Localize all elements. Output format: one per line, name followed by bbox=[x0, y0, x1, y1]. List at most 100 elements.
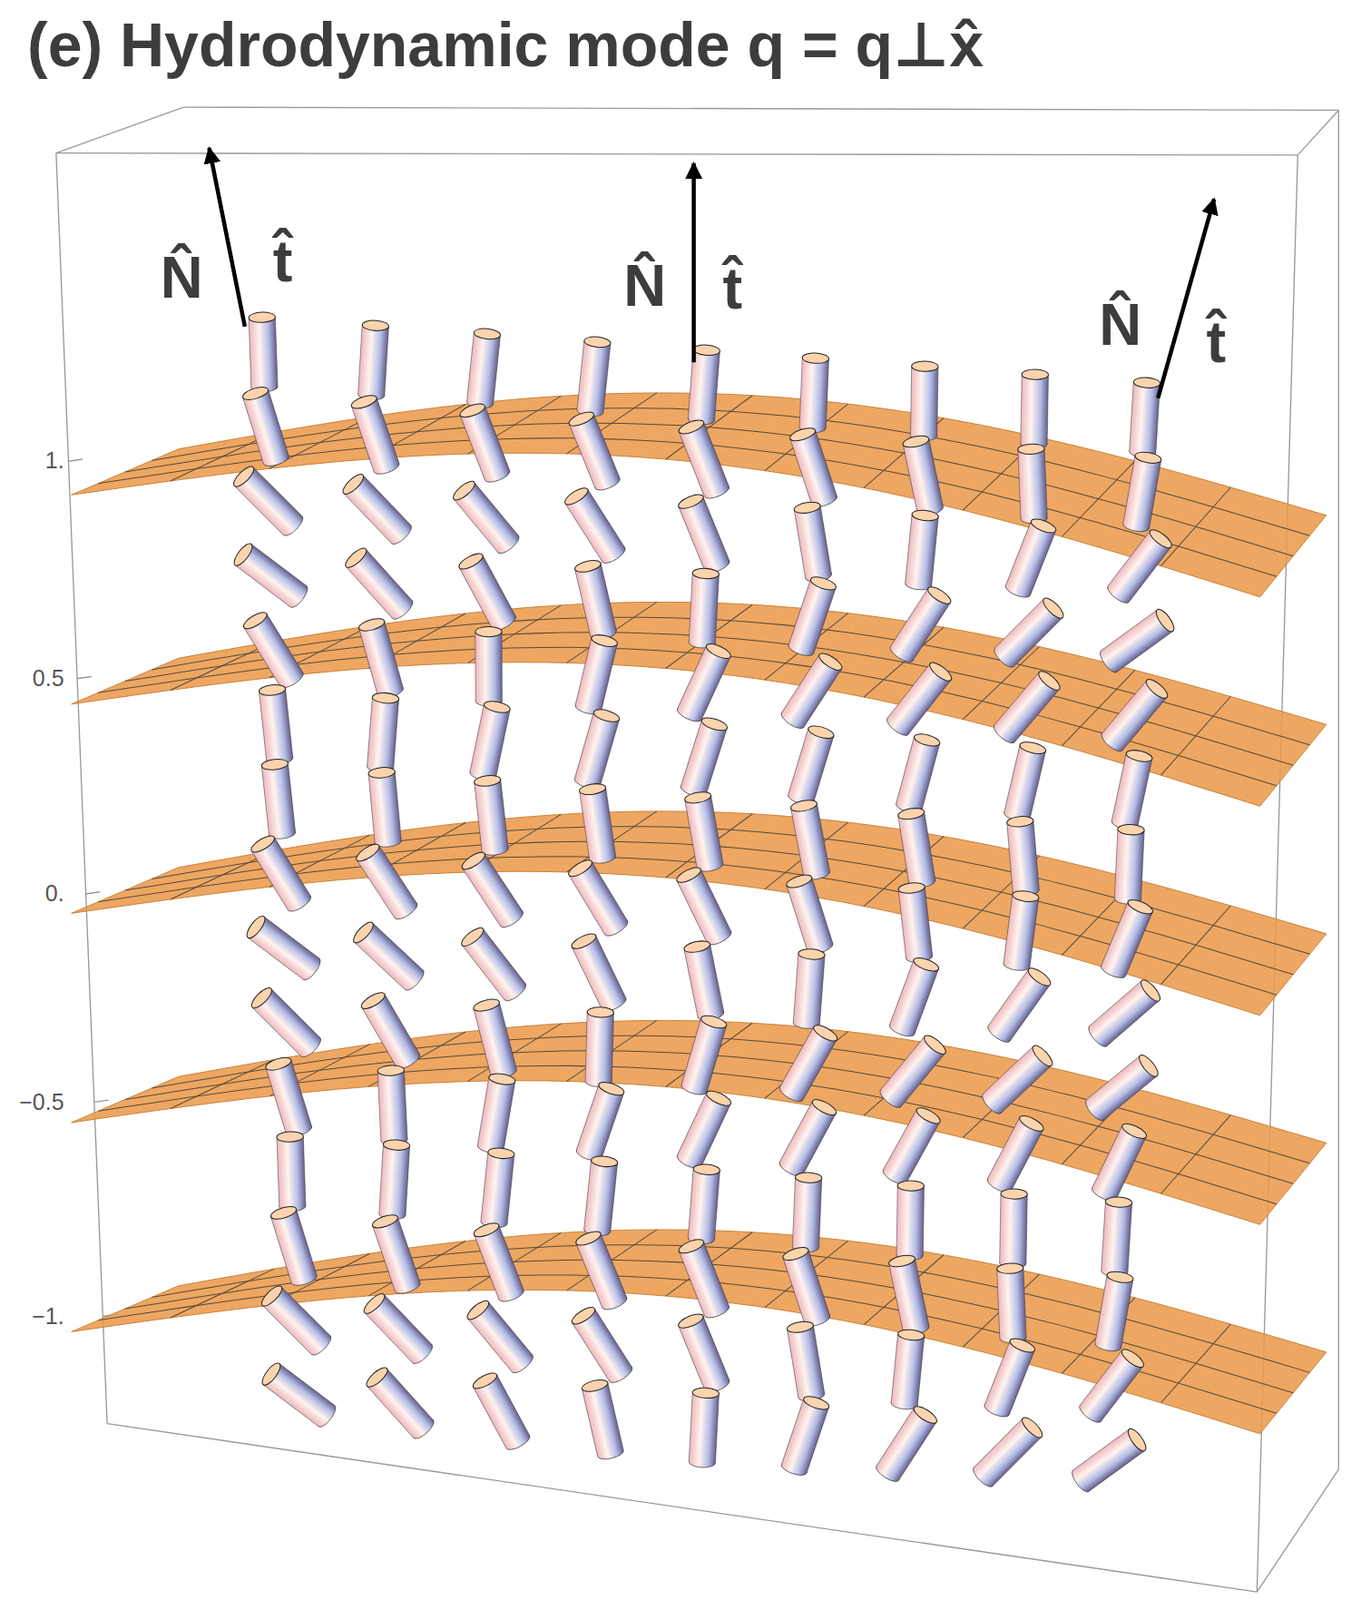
director-cylinder bbox=[357, 319, 389, 401]
director-cylinder bbox=[248, 832, 314, 915]
director-cylinder bbox=[780, 1393, 832, 1478]
director-cylinder bbox=[991, 595, 1068, 671]
director-cylinder bbox=[676, 491, 732, 576]
director-cylinder bbox=[1089, 1120, 1148, 1205]
director-cylinder bbox=[458, 401, 512, 485]
director-cylinder bbox=[781, 1244, 832, 1329]
director-cylinder bbox=[580, 1377, 625, 1461]
director-cylinder bbox=[1105, 526, 1175, 606]
director-cylinder bbox=[366, 692, 400, 774]
director-cylinder bbox=[888, 1253, 931, 1337]
director-cylinder bbox=[898, 881, 934, 963]
director-cylinder bbox=[1094, 1269, 1135, 1352]
director-cylinder bbox=[350, 392, 402, 477]
director-cylinder bbox=[1100, 1195, 1133, 1277]
director-cylinder bbox=[676, 1311, 732, 1395]
axis-tick: −1. bbox=[31, 1303, 64, 1330]
director-cylinder bbox=[1098, 675, 1171, 754]
director-cylinder bbox=[569, 1303, 636, 1386]
director-cylinder bbox=[567, 409, 622, 493]
director-cylinder bbox=[248, 984, 324, 1060]
director-cylinder bbox=[1077, 1345, 1147, 1425]
director-cylinder bbox=[688, 1387, 720, 1469]
director-cylinder bbox=[897, 806, 937, 890]
director-cylinder bbox=[793, 499, 833, 583]
director-cylinder bbox=[231, 540, 312, 610]
director-cylinder bbox=[566, 856, 630, 939]
director-cylinder bbox=[784, 871, 834, 956]
director-cylinder bbox=[969, 1414, 1046, 1490]
director-cylinder bbox=[896, 1180, 925, 1261]
director-cylinders bbox=[230, 312, 1177, 1495]
director-cylinder bbox=[676, 417, 731, 501]
director-cylinder bbox=[368, 765, 402, 848]
director-cylinder bbox=[990, 667, 1063, 746]
director-cylinder bbox=[676, 1236, 731, 1321]
director-cylinder bbox=[675, 864, 735, 949]
director-cylinder bbox=[1020, 369, 1049, 450]
director-cylinder bbox=[1002, 739, 1047, 823]
bounding-box bbox=[56, 107, 1339, 1592]
director-cylinder bbox=[562, 484, 628, 567]
director-cylinder bbox=[881, 1104, 943, 1187]
director-cylinder bbox=[1068, 1425, 1149, 1494]
director-cylinder bbox=[679, 714, 729, 799]
director-cylinder bbox=[350, 919, 427, 993]
director-cylinder bbox=[379, 1138, 411, 1220]
director-cylinder bbox=[1098, 896, 1155, 980]
director-cylinder bbox=[777, 1021, 840, 1105]
director-cylinder bbox=[996, 1262, 1027, 1343]
director-cylinder bbox=[569, 930, 628, 1015]
director-cylinder bbox=[792, 1171, 823, 1253]
director-cylinder bbox=[371, 1212, 422, 1296]
director-cylinder bbox=[688, 567, 720, 649]
director-cylinder bbox=[1082, 1052, 1161, 1124]
vector-label: t̂ bbox=[273, 228, 294, 294]
director-cylinder bbox=[470, 1370, 532, 1453]
director-cylinder bbox=[476, 1071, 516, 1155]
director-cylinder bbox=[790, 798, 832, 882]
director-cylinder bbox=[459, 849, 526, 931]
director-cylinder bbox=[261, 757, 296, 840]
director-cylinder bbox=[793, 948, 826, 1030]
director-cylinder bbox=[473, 773, 510, 856]
director-cylinder bbox=[877, 1032, 949, 1111]
axis-tick: −0.5 bbox=[19, 1089, 64, 1116]
director-cylinder bbox=[472, 1220, 527, 1304]
director-cylinder bbox=[778, 650, 844, 732]
director-cylinder bbox=[687, 1163, 721, 1245]
director-cylinder bbox=[788, 425, 839, 510]
director-cylinder bbox=[475, 626, 503, 706]
director-cylinder bbox=[244, 913, 324, 983]
director-cylinder bbox=[574, 1228, 629, 1313]
director-cylinder bbox=[457, 550, 519, 634]
director-cylinder bbox=[1003, 516, 1058, 600]
vector-label: N̂ bbox=[623, 253, 666, 319]
director-cylinder bbox=[684, 790, 725, 873]
director-cylinder bbox=[574, 1079, 626, 1164]
director-cylinder bbox=[982, 1335, 1037, 1420]
director-cylinder bbox=[683, 939, 725, 1023]
vector-label: t̂ bbox=[723, 255, 744, 322]
director-cylinder bbox=[1110, 747, 1154, 832]
director-cylinder bbox=[578, 782, 617, 865]
director-cylinder bbox=[1002, 889, 1039, 972]
director-cylinder bbox=[891, 1328, 926, 1410]
director-cylinder bbox=[377, 1064, 408, 1146]
director-cylinder bbox=[573, 558, 617, 642]
director-cylinder bbox=[363, 1364, 437, 1442]
director-cylinder bbox=[259, 1360, 340, 1430]
panel-title: (e) Hydrodynamic mode q = q⊥x̂ bbox=[27, 10, 984, 79]
director-cylinder bbox=[1128, 376, 1161, 458]
director-cylinder bbox=[241, 608, 306, 691]
director-cylinder bbox=[887, 583, 953, 666]
director-cylinder bbox=[583, 1155, 618, 1237]
axis-tick: 0. bbox=[45, 881, 65, 907]
axis-tick: 0.5 bbox=[32, 665, 65, 692]
director-cylinder bbox=[901, 433, 945, 518]
director-cylinder bbox=[459, 924, 529, 1004]
director-cylinder bbox=[342, 545, 416, 623]
director-cylinder bbox=[353, 841, 421, 922]
director-cylinder bbox=[361, 1290, 436, 1367]
